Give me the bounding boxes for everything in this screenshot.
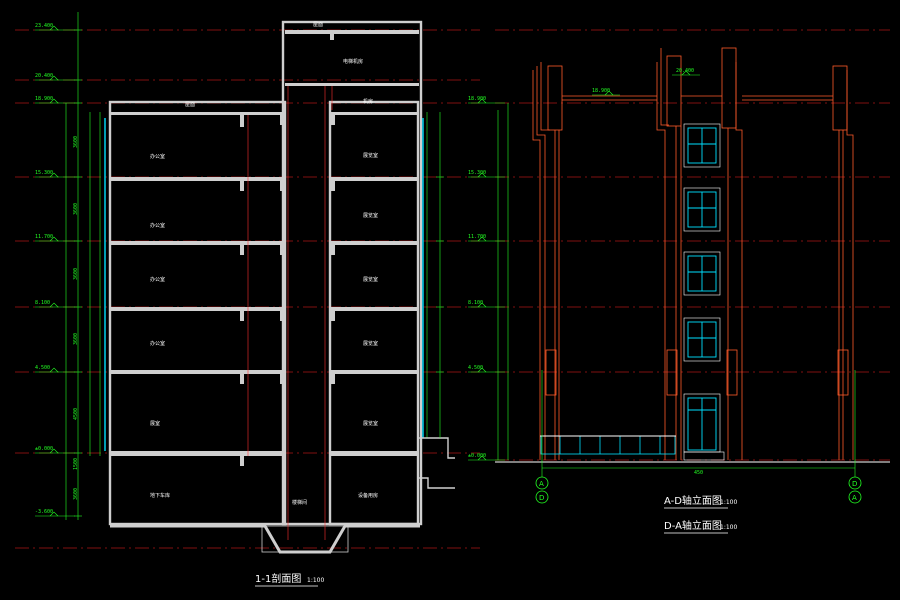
level-text: 4.500 (468, 365, 483, 371)
room-label: 展览室 (363, 340, 378, 347)
level-text: 20.400 (35, 73, 53, 79)
top-roof-label: 屋面 (313, 22, 323, 28)
room-label: 办公室 (150, 153, 165, 160)
section-1-1: 办公室 办公室 办公室 办公室 展室 地下车库 电梯机房 机房 展览室 展览室 … (35, 12, 455, 587)
level-text: 15.300 (468, 170, 486, 176)
bottom-dim: 450 (694, 470, 703, 476)
room-label: 展览室 (363, 152, 378, 159)
dim-text: 3600 (73, 136, 79, 148)
room-label: 设备用房 (358, 492, 378, 499)
level-text: 18.900 (592, 88, 610, 94)
elevation-levels: 18.900 15.300 11.700 8.100 4.500 ±0.000 … (468, 68, 694, 459)
level-text: 23.400 (35, 23, 53, 29)
room-label: 电梯机房 (343, 58, 363, 65)
elevation-title-da: D-A轴立面图 (664, 519, 722, 532)
level-text: 4.500 (35, 365, 50, 371)
room-label: 展览室 (363, 276, 378, 283)
dim-text: 3600 (73, 268, 79, 280)
room-label: 办公室 (150, 340, 165, 347)
elevation-title-ad: A-D轴立面图 (664, 494, 722, 507)
elevation-scale-ad: 1:100 (720, 499, 737, 506)
level-text: 8.100 (468, 300, 483, 306)
level-text: 11.700 (468, 234, 486, 240)
floor-slabs (110, 30, 419, 466)
elevation: A D D A 450 18.900 15.300 11.700 8.100 4… (468, 47, 890, 534)
axis-bubble-label: D (852, 480, 857, 488)
dim-text: 3600 (73, 333, 79, 345)
room-label: 楼梯间 (292, 499, 307, 506)
elevation-scale-da: 1:100 (720, 524, 737, 531)
section-dims: 3600 3600 3600 3600 4500 1500 3600 (73, 136, 79, 500)
axis-bubble-label: A (539, 480, 544, 488)
level-text: ±0.000 (35, 446, 53, 452)
level-text: 20.400 (676, 68, 694, 74)
elevation-windows (687, 127, 717, 451)
room-label: 展览室 (363, 212, 378, 219)
dim-text: 3600 (73, 203, 79, 215)
level-text: 8.100 (35, 300, 50, 306)
section-scale: 1:100 (307, 577, 324, 584)
level-text: 18.900 (468, 96, 486, 102)
section-title: 1-1剖面图 (255, 572, 301, 585)
roof-label: 屋面 (185, 102, 195, 108)
dim-text: 3600 (73, 488, 79, 500)
room-label: 办公室 (150, 276, 165, 283)
room-label: 展室 (150, 420, 160, 427)
axis-bubble-label: D (539, 494, 544, 502)
section-levels: 23.400 20.400 18.900 15.300 11.700 8.100… (35, 23, 75, 517)
level-lines (15, 29, 890, 549)
level-text: ±0.000 (468, 453, 486, 459)
dim-text: 1500 (73, 458, 79, 470)
dim-text: 4500 (73, 408, 79, 420)
room-label: 展览室 (363, 420, 378, 427)
rooms-left: 办公室 办公室 办公室 办公室 展室 地下车库 (150, 153, 170, 499)
level-text: 15.300 (35, 170, 53, 176)
level-text: -3.600 (35, 509, 53, 515)
room-label: 地下车库 (150, 492, 170, 499)
level-text: 11.700 (35, 234, 53, 240)
room-label: 办公室 (150, 222, 165, 229)
level-text: 18.900 (35, 96, 53, 102)
room-label: 机房 (363, 98, 373, 105)
rooms-right: 电梯机房 机房 展览室 展览室 展览室 展览室 展览室 设备用房 (343, 58, 378, 499)
axis-bubble-label: A (852, 494, 857, 502)
